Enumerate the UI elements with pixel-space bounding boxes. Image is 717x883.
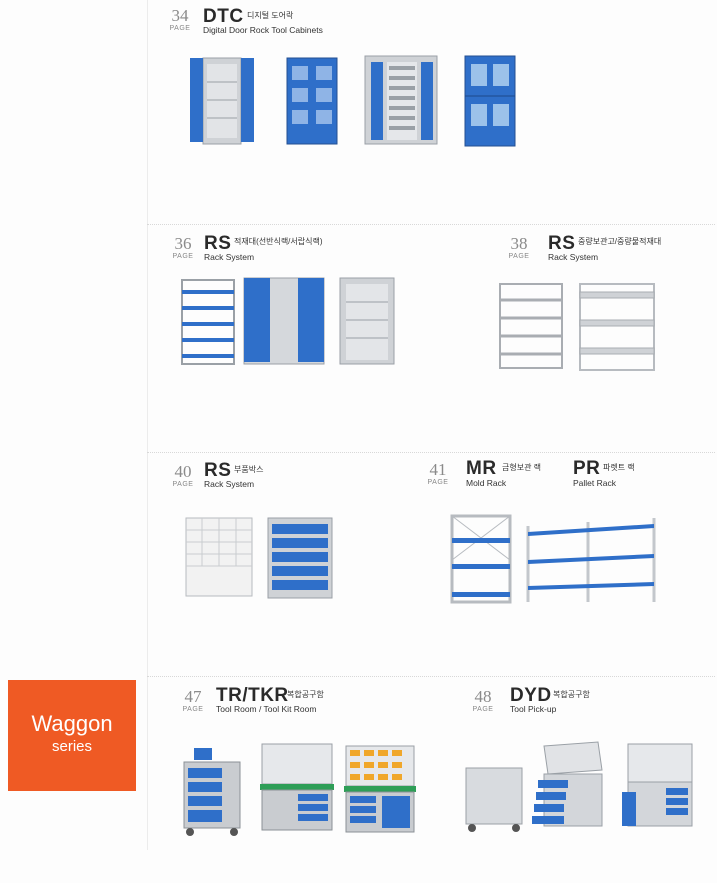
product-code: PR: [573, 458, 601, 479]
product-code: RS: [548, 233, 576, 254]
korean-title: 디지털 도어락: [247, 11, 294, 20]
product-code: DTC: [203, 6, 244, 27]
waggon-series-badge: Waggon series: [8, 680, 136, 791]
english-title: Rack System: [548, 252, 599, 262]
section-divider-1: [147, 224, 715, 225]
english-title: Tool Pick-up: [510, 704, 557, 714]
product-code: RS: [204, 460, 232, 481]
rs-shelving-image: [181, 277, 395, 365]
tool-pickup-waggon-image: [465, 741, 693, 832]
section-divider-2: [147, 452, 715, 453]
product-code: RS: [204, 233, 232, 254]
korean-title: 복합공구함: [287, 690, 324, 699]
product-code: MR: [466, 458, 497, 479]
tool-room-waggon-image: [183, 743, 416, 836]
korean-title: 복합공구함: [553, 690, 590, 699]
korean-title: 파렛트 랙: [603, 463, 635, 472]
korean-title: 적재대(선반식랙/서랍식랙): [234, 237, 323, 246]
left-column-rule: [147, 0, 148, 850]
korean-title: 중량보관고/중량물적재대: [578, 237, 662, 246]
parts-box-rack-image: [185, 517, 333, 599]
english-title: Mold Rack: [466, 478, 507, 488]
dtc-cabinets-image: [190, 55, 516, 147]
english-title: Rack System: [204, 479, 255, 489]
english-title: Tool Room / Tool Kit Room: [216, 704, 317, 714]
product-code: DYD: [510, 685, 552, 706]
rs-heavy-rack-image: [499, 283, 655, 371]
english-title: Rack System: [204, 252, 255, 262]
english-title: Digital Door Rock Tool Cabinets: [203, 25, 323, 35]
section-divider-3: [147, 676, 715, 677]
product-code: TR/TKR: [216, 685, 289, 706]
badge-subtitle: series: [51, 738, 92, 755]
korean-title: 금형보관 랙: [502, 463, 542, 472]
badge-title: Waggon: [31, 711, 113, 736]
korean-title: 부품박스: [234, 465, 264, 474]
mold-pallet-rack-image: [450, 514, 656, 604]
english-title: Pallet Rack: [573, 478, 616, 488]
